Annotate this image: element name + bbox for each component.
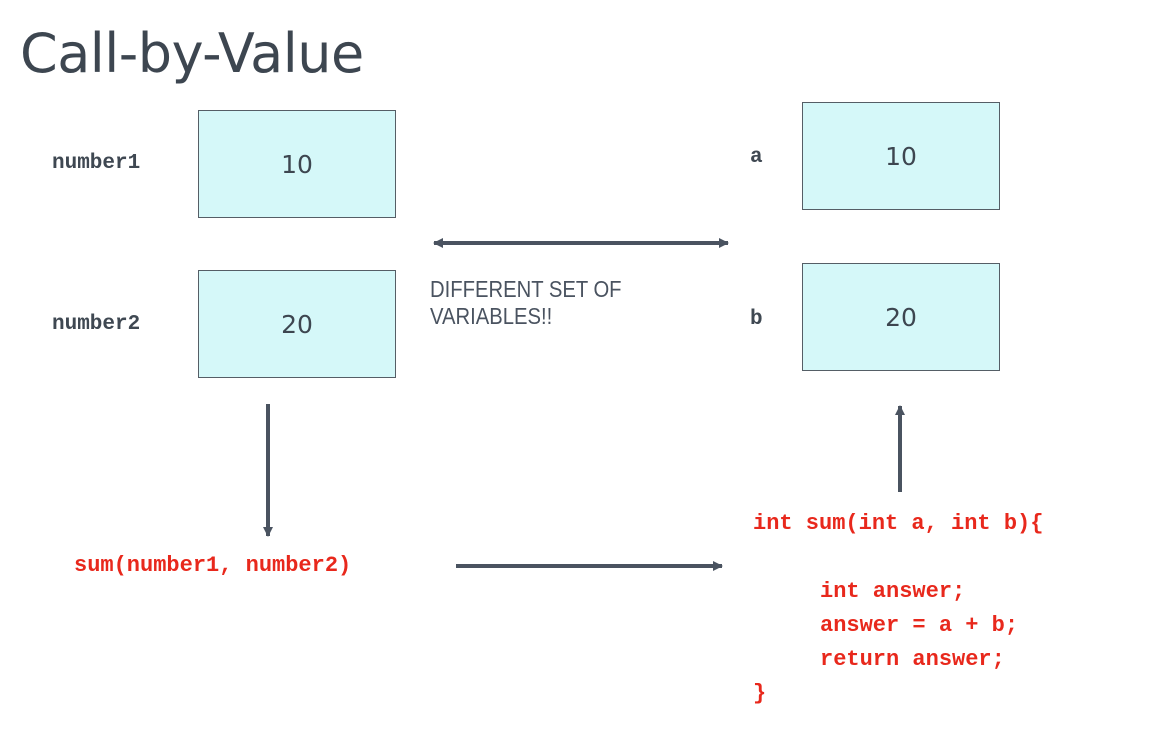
var-value-number1: 10 [281, 149, 313, 179]
var-value-number2: 20 [281, 309, 313, 339]
function-close-brace: } [753, 681, 767, 706]
param-box-b: 20 [802, 263, 1000, 371]
function-body-line-2: answer = a + b; [820, 613, 1019, 638]
param-box-a: 10 [802, 102, 1000, 210]
param-label-a: a [750, 146, 763, 169]
function-call: sum(number1, number2) [74, 553, 352, 578]
var-label-number1: number1 [52, 152, 141, 175]
function-signature: int sum(int a, int b){ [753, 511, 1044, 536]
page-title: Call-by-Value [20, 22, 364, 85]
var-box-number1: 10 [198, 110, 396, 218]
note-line-2: VARIABLES!! [430, 303, 553, 329]
var-label-number2: number2 [52, 313, 141, 336]
param-value-b: 20 [885, 302, 917, 332]
param-label-b: b [750, 308, 763, 331]
note-line-1: DIFFERENT SET OF [430, 276, 622, 302]
param-value-a: 10 [885, 141, 917, 171]
function-body-line-3: return answer; [820, 647, 1005, 672]
different-variables-note: DIFFERENT SET OF VARIABLES!! [430, 276, 622, 330]
function-body-line-1: int answer; [820, 579, 966, 604]
var-box-number2: 20 [198, 270, 396, 378]
